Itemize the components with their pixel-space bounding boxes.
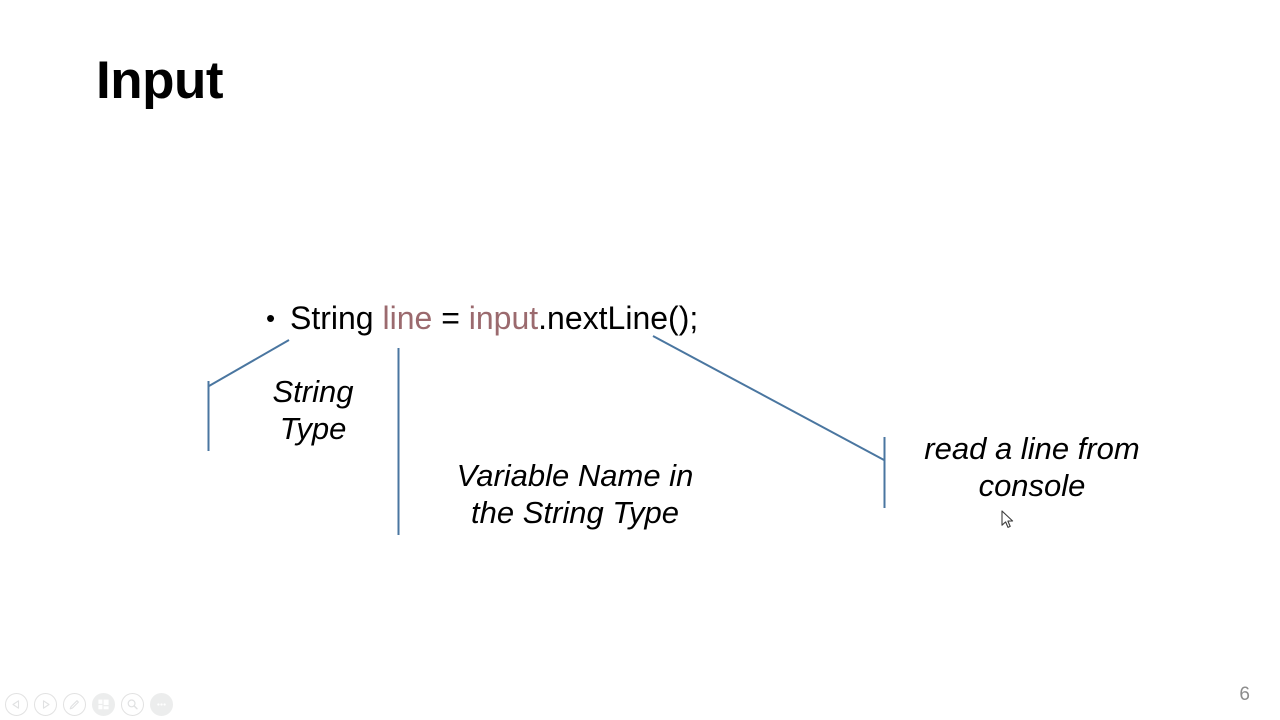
presentation-toolbar	[5, 693, 173, 716]
grid-icon	[98, 699, 109, 710]
code-bullet-line: • String line = input.nextLine();	[266, 300, 698, 337]
next-slide-button[interactable]	[34, 693, 57, 716]
more-options-button[interactable]	[150, 693, 173, 716]
code-segment-variable: line	[382, 300, 433, 336]
previous-slide-button[interactable]	[5, 693, 28, 716]
code-segment-object: input	[468, 300, 539, 336]
bullet-glyph: •	[266, 303, 276, 333]
pen-icon	[69, 700, 79, 710]
pen-tool-button[interactable]	[63, 693, 86, 716]
code-segment-operator: =	[432, 300, 469, 336]
annotation-read-console: read a line from console	[924, 431, 1140, 503]
page-title: Input	[96, 51, 224, 110]
slide-page-number: 6	[1239, 684, 1250, 705]
code-segment-keyword: String	[290, 300, 383, 336]
ellipsis-icon	[157, 703, 166, 706]
arrow-pointer-icon	[1001, 510, 1014, 528]
annotation-string-type: String Type	[272, 374, 354, 446]
annotation-variable-name: Variable Name in the String Type	[456, 458, 694, 530]
triangle-left-icon	[12, 700, 20, 709]
zoom-tool-button[interactable]	[121, 693, 144, 716]
slide-grid-button[interactable]	[92, 693, 115, 716]
magnifier-icon	[127, 699, 138, 710]
code-segment-method: .nextLine();	[538, 300, 699, 336]
triangle-right-icon	[42, 700, 50, 709]
